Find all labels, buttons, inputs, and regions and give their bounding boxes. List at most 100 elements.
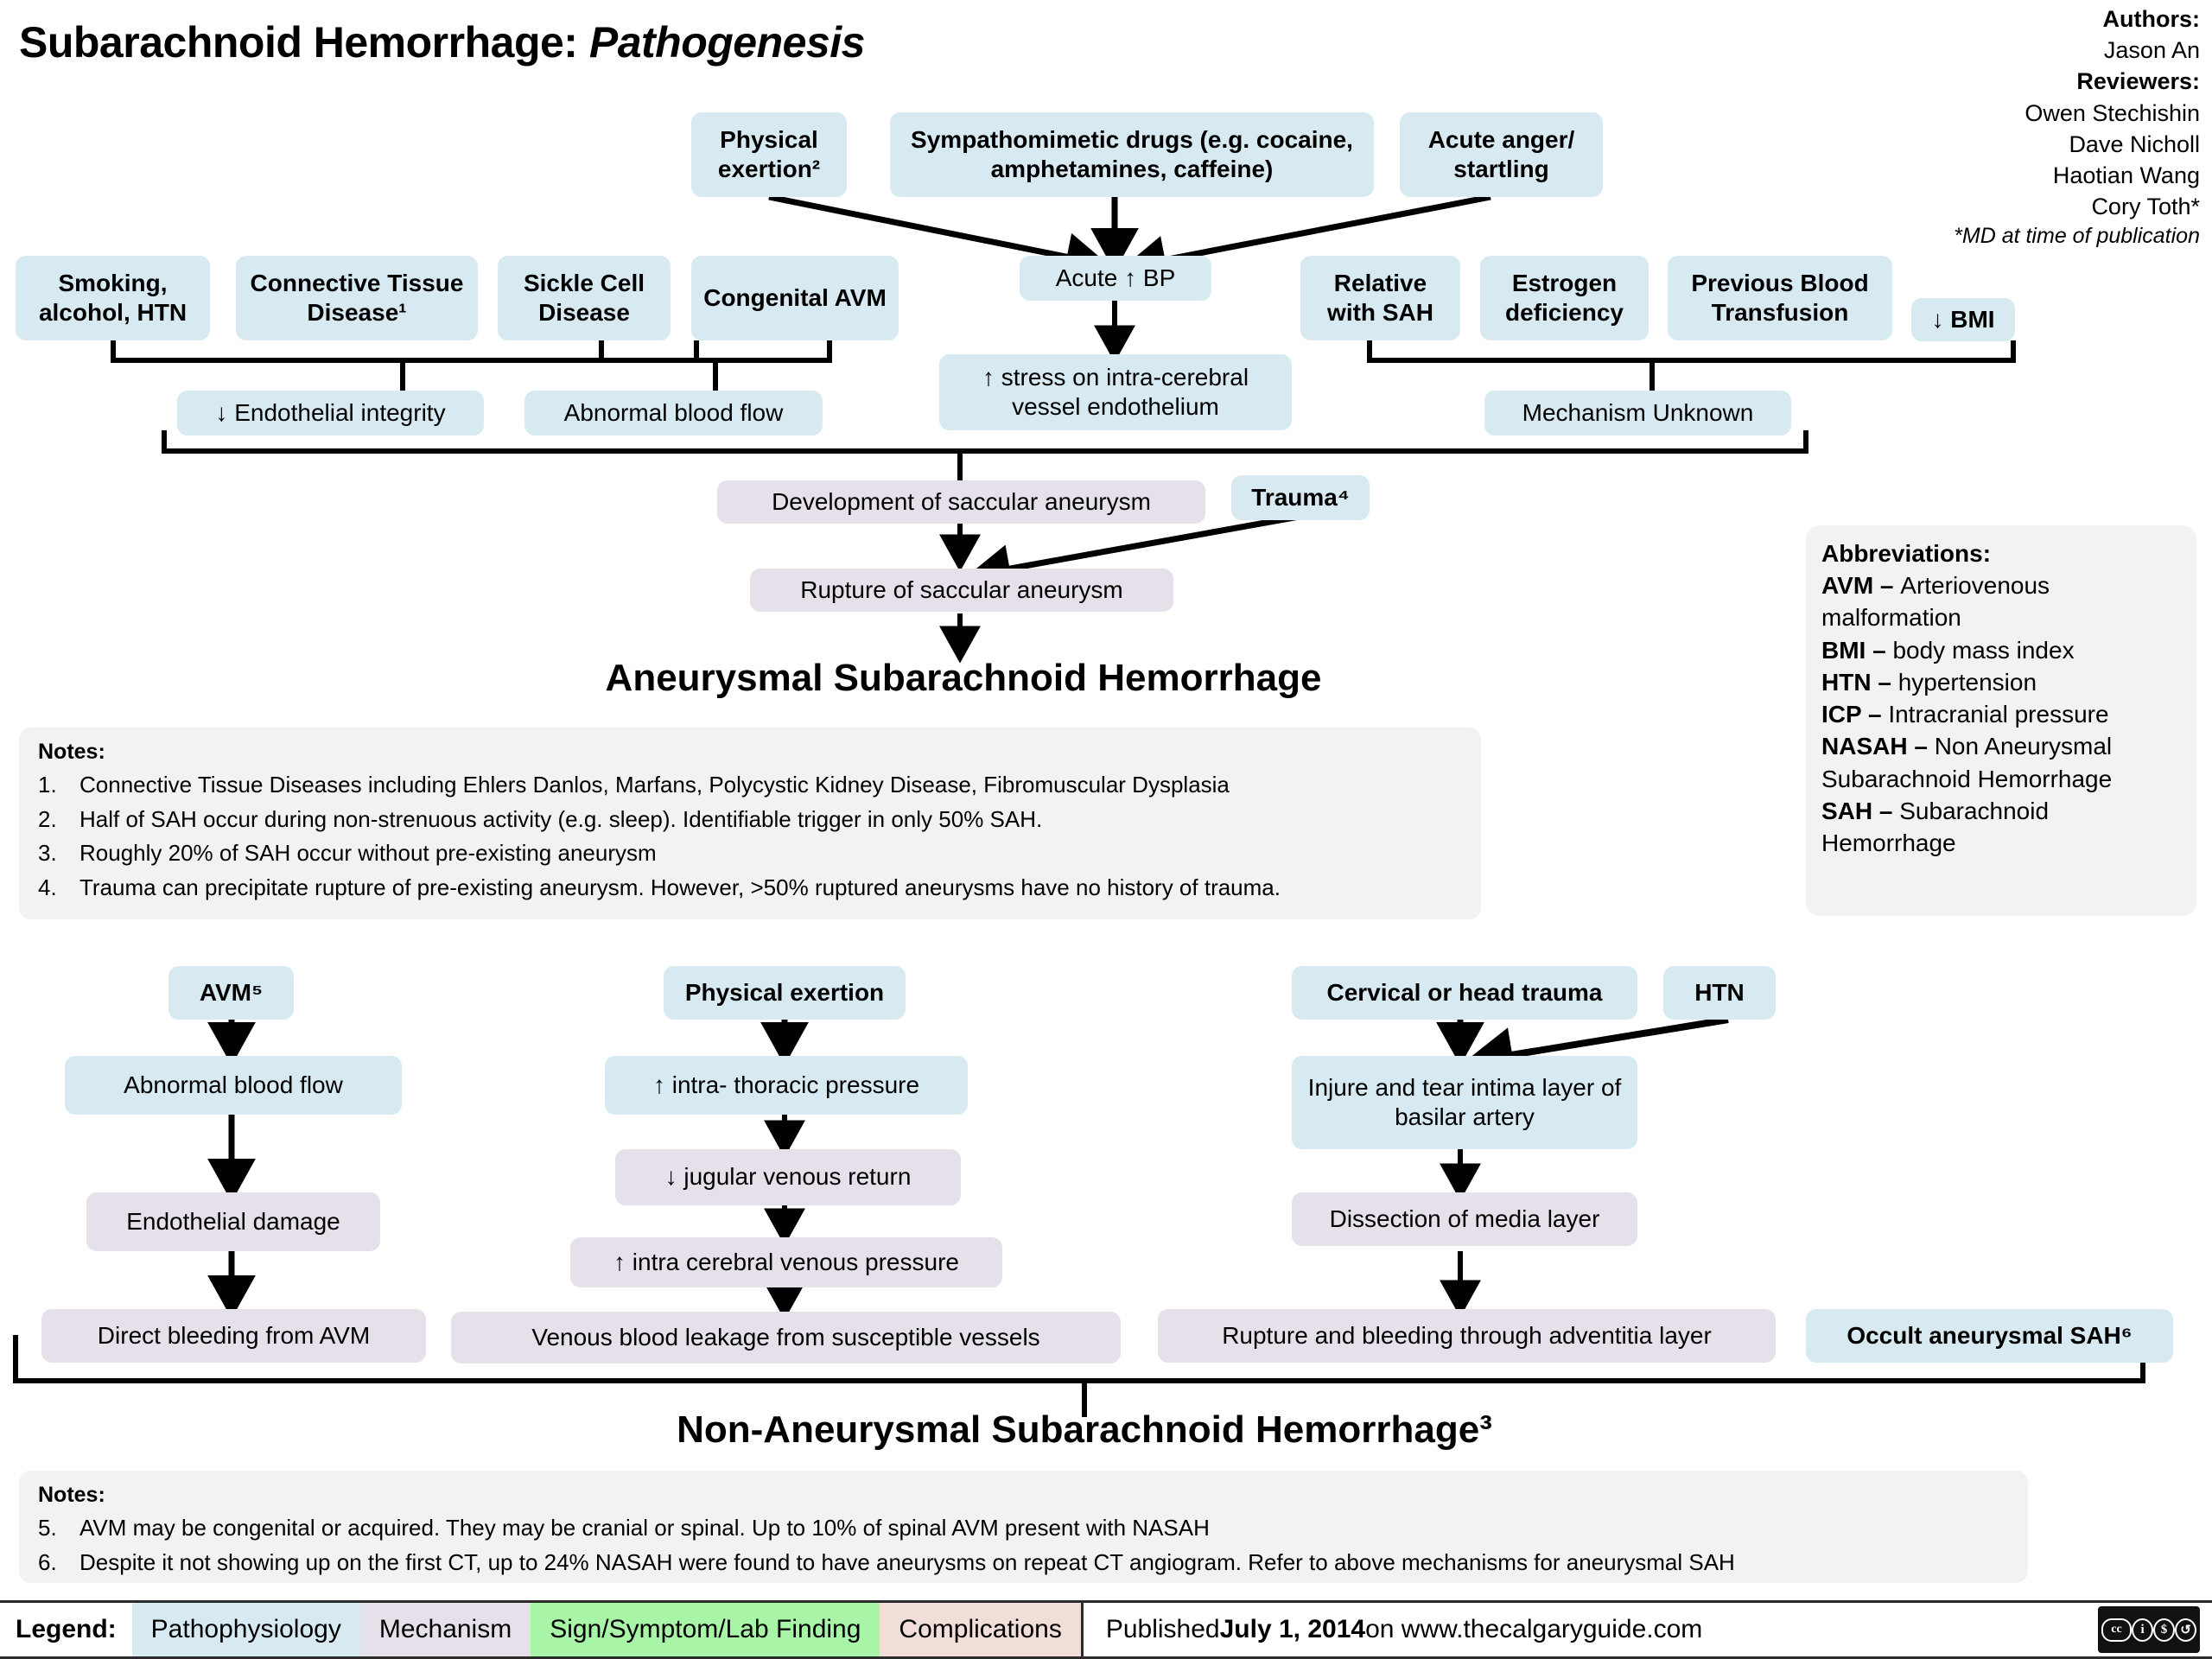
node-relative-with-sah[interactable]: Relative with SAH [1300, 256, 1460, 340]
note-number: 2. [38, 805, 57, 832]
node-lower-htn[interactable]: HTN [1663, 966, 1776, 1020]
node-endothelial-integrity[interactable]: ↓ Endothelial integrity [177, 391, 484, 435]
legend-chip-complications[interactable]: Complications [880, 1603, 1081, 1656]
node-sympathomimetic-drugs[interactable]: Sympathomimetic drugs (e.g. cocaine, amp… [890, 112, 1374, 197]
node-avm[interactable]: AVM⁵ [168, 966, 294, 1020]
abbreviation-item: HTN – hypertension [1821, 666, 2181, 698]
note-text: Roughly 20% of SAH occur without pre-exi… [79, 840, 657, 867]
note-item: 2. Half of SAH occur during non-strenuou… [38, 803, 1462, 837]
page-title: Subarachnoid Hemorrhage: Pathogenesis [19, 17, 865, 67]
abbreviation-key: NASAH – [1821, 733, 1935, 760]
abbreviation-item: SAH – Subarachnoid Hemorrhage [1821, 795, 2181, 859]
notes-top-heading: Notes: [38, 740, 105, 764]
published-prefix: Published [1105, 1615, 1220, 1643]
publication-info: Published July 1, 2014 on www.thecalgary… [1080, 1603, 1725, 1656]
reviewer-3: Haotian Wang [2052, 162, 2200, 188]
cc-nc-mark: $ [2153, 1618, 2175, 1642]
abbreviation-value: body mass index [1892, 636, 2075, 664]
abbreviation-value: Arteriovenous malformation [1821, 572, 2050, 632]
node-cervical-head-trauma[interactable]: Cervical or head trauma [1292, 966, 1637, 1020]
md-footnote: *MD at time of publication [1954, 224, 2200, 249]
node-trauma[interactable]: Trauma⁴ [1231, 475, 1370, 520]
legend-label: Legend: [16, 1615, 117, 1643]
abbreviation-value: Non Aneurysmal Subarachnoid Hemorrhage [1821, 733, 2113, 792]
node-rupture-saccular-aneurysm[interactable]: Rupture of saccular aneurysm [750, 569, 1173, 612]
abbreviation-item: NASAH – Non Aneurysmal Subarachnoid Hemo… [1821, 730, 2181, 794]
node-development-saccular-aneurysm[interactable]: Development of saccular aneurysm [717, 480, 1205, 524]
note-text: Trauma can precipitate rupture of pre-ex… [79, 874, 1281, 900]
abbreviation-key: SAH – [1821, 797, 1900, 824]
legend-chip-pathophysiology[interactable]: Pathophysiology [131, 1603, 360, 1656]
cc-sa-mark: ↺ [2175, 1618, 2196, 1642]
abbreviation-key: AVM – [1821, 572, 1901, 600]
abbreviation-value: Intracranial pressure [1888, 701, 2109, 728]
reviewers-label: Reviewers: [2076, 68, 2200, 95]
abbreviation-key: ICP – [1821, 701, 1889, 728]
abbreviations-panel: Abbreviations: AVM – Arteriovenous malfo… [1806, 525, 2196, 916]
node-dissection-media-layer[interactable]: Dissection of media layer [1292, 1192, 1637, 1246]
note-text: Despite it not showing up on the first C… [79, 1548, 1735, 1575]
reviewer-1: Owen Stechishin [2024, 99, 2200, 126]
node-venous-blood-leakage[interactable]: Venous blood leakage from susceptible ve… [451, 1312, 1121, 1363]
node-acute-anger[interactable]: Acute anger/ startling [1400, 112, 1603, 197]
note-item: 5. AVM may be congenital or acquired. Th… [38, 1511, 2009, 1546]
note-number: 4. [38, 874, 57, 900]
legend-chip-sign-symptom[interactable]: Sign/Symptom/Lab Finding [531, 1603, 880, 1656]
authors-block: Authors: Jason An Reviewers: Owen Stechi… [1954, 3, 2200, 251]
node-mechanism-unknown[interactable]: Mechanism Unknown [1484, 391, 1791, 435]
abbreviation-item: ICP – Intracranial pressure [1821, 698, 2181, 730]
abbreviation-item: BMI – body mass index [1821, 634, 2181, 666]
notes-panel-top: Notes: 1. Connective Tissue Diseases inc… [19, 728, 1481, 919]
page-title-italic: Pathogenesis [588, 18, 866, 67]
author-name: Jason An [2103, 37, 2200, 64]
node-direct-bleeding-avm[interactable]: Direct bleeding from AVM [41, 1309, 426, 1363]
authors-label: Authors: [2102, 6, 2200, 32]
node-congenital-avm[interactable]: Congenital AVM [691, 256, 899, 340]
node-physical-exertion[interactable]: Physical exertion² [691, 112, 847, 197]
cc-mark: cc [2101, 1618, 2133, 1642]
note-number: 3. [38, 840, 57, 867]
node-intra-cerebral-venous-pressure[interactable]: ↑ intra cerebral venous pressure [570, 1237, 1002, 1287]
note-text: Half of SAH occur during non-strenuous a… [79, 805, 1043, 832]
legend-chip-mechanism[interactable]: Mechanism [359, 1603, 531, 1656]
node-connective-tissue-disease[interactable]: Connective Tissue Disease¹ [236, 256, 478, 340]
abbreviation-value: hypertension [1897, 668, 2037, 696]
node-intra-thoracic-pressure[interactable]: ↑ intra- thoracic pressure [605, 1056, 968, 1115]
node-avm-abnormal-blood-flow[interactable]: Abnormal blood flow [65, 1056, 402, 1115]
node-endothelial-damage[interactable]: Endothelial damage [86, 1192, 380, 1251]
notes-panel-bottom: Notes: 5. AVM may be congenital or acqui… [19, 1471, 2028, 1583]
note-item: 4. Trauma can precipitate rupture of pre… [38, 871, 1462, 906]
note-number: 1. [38, 772, 57, 798]
node-rupture-adventitia[interactable]: Rupture and bleeding through adventitia … [1158, 1309, 1776, 1363]
node-previous-blood-transfusion[interactable]: Previous Blood Transfusion [1668, 256, 1892, 340]
published-suffix: on www.thecalgaryguide.com [1365, 1615, 1703, 1643]
node-low-bmi[interactable]: ↓ BMI [1911, 298, 2015, 341]
page-title-main: Subarachnoid Hemorrhage: [19, 18, 589, 67]
node-sickle-cell-disease[interactable]: Sickle Cell Disease [498, 256, 671, 340]
note-number: 6. [38, 1548, 57, 1575]
cc-by-mark: i [2132, 1618, 2154, 1642]
note-text: AVM may be congenital or acquired. They … [79, 1515, 1210, 1541]
heading-non-aneurysmal-sah: Non-Aneurysmal Subarachnoid Hemorrhage³ [677, 1408, 1492, 1451]
notes-bottom-heading: Notes: [38, 1483, 105, 1507]
node-injure-tear-intima[interactable]: Injure and tear intima layer of basilar … [1292, 1056, 1637, 1149]
abbreviation-key: BMI – [1821, 636, 1893, 664]
node-abnormal-blood-flow[interactable]: Abnormal blood flow [524, 391, 823, 435]
reviewer-2: Dave Nicholl [2069, 130, 2200, 157]
legend-bar: Legend: Pathophysiology Mechanism Sign/S… [0, 1600, 2212, 1659]
note-item: 1. Connective Tissue Diseases including … [38, 768, 1462, 803]
node-estrogen-deficiency[interactable]: Estrogen deficiency [1480, 256, 1649, 340]
node-jugular-venous-return[interactable]: ↓ jugular venous return [615, 1149, 961, 1205]
node-stress-endothelium[interactable]: ↑ stress on intra-cerebral vessel endoth… [939, 354, 1292, 430]
creative-commons-icon[interactable]: cc i $ ↺ [2098, 1606, 2200, 1653]
reviewer-4: Cory Toth* [2091, 194, 2200, 220]
heading-aneurysmal-sah: Aneurysmal Subarachnoid Hemorrhage [605, 657, 1322, 699]
node-lower-physical-exertion[interactable]: Physical exertion [664, 966, 906, 1020]
abbreviation-value: Subarachnoid Hemorrhage [1821, 797, 2050, 857]
node-acute-bp[interactable]: Acute ↑ BP [1020, 256, 1211, 301]
abbreviation-item: AVM – Arteriovenous malformation [1821, 569, 2181, 633]
node-smoking-alcohol-htn[interactable]: Smoking, alcohol, HTN [16, 256, 210, 340]
note-text: Connective Tissue Diseases including Ehl… [79, 772, 1230, 798]
abbreviations-heading: Abbreviations: [1821, 540, 1992, 567]
node-occult-aneurysmal-sah[interactable]: Occult aneurysmal SAH⁶ [1806, 1309, 2173, 1363]
